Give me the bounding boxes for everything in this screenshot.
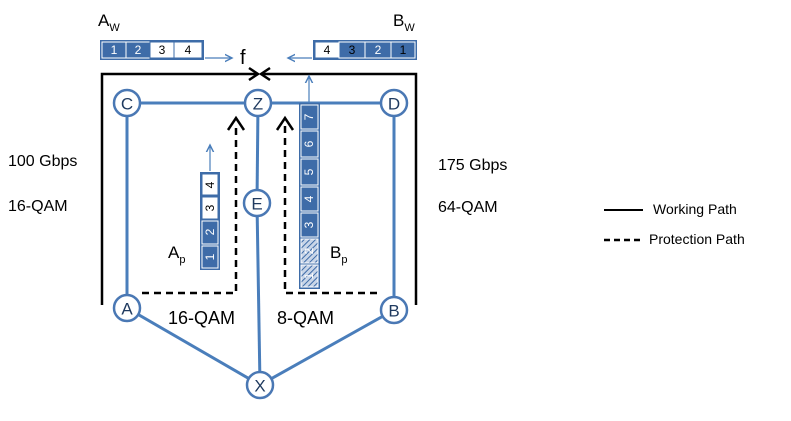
ap-slot bbox=[201, 245, 219, 269]
link-a-x bbox=[126, 306, 261, 387]
ap-slot-label: 3 bbox=[203, 204, 217, 211]
bp-slot bbox=[300, 104, 319, 130]
aw-slot-label: 3 bbox=[159, 43, 166, 57]
node-b-label: B bbox=[388, 302, 399, 321]
bp-slot bbox=[300, 238, 319, 264]
ap-slot-group: 4 3 2 1 Ap bbox=[168, 145, 220, 270]
bp-slot bbox=[300, 212, 319, 238]
legend-working-label: Working Path bbox=[653, 201, 737, 217]
bp-slot bbox=[300, 130, 319, 158]
node-e-label: E bbox=[251, 195, 262, 214]
bottom-right-modulation-label: 8-QAM bbox=[277, 308, 334, 328]
bp-slot-group: 7 6 5 4 3 2 1 Bp bbox=[299, 76, 347, 289]
bw-slot-label: 1 bbox=[400, 43, 407, 57]
protection-path-b bbox=[283, 124, 377, 295]
bp-slot bbox=[300, 264, 319, 288]
legend: Working Path Protection Path bbox=[604, 201, 745, 247]
fault-label: f bbox=[240, 47, 246, 69]
node-c-label: C bbox=[121, 95, 133, 114]
node-a-label: A bbox=[121, 300, 133, 319]
node-c: C bbox=[112, 88, 142, 118]
bw-slot-group: BW 4 3 2 1 bbox=[288, 11, 417, 60]
node-x-label: X bbox=[254, 377, 265, 396]
ap-slot bbox=[201, 220, 219, 245]
node-z-label: Z bbox=[253, 95, 263, 114]
node-x: X bbox=[245, 370, 275, 400]
ap-slot bbox=[201, 196, 219, 220]
bp-slot-label: 6 bbox=[302, 140, 316, 147]
node-d: D bbox=[379, 88, 409, 118]
node-b: B bbox=[379, 295, 409, 325]
left-modulation-label: 16-QAM bbox=[8, 198, 68, 215]
ap-slot-label: 2 bbox=[203, 228, 217, 235]
protection-arrow-b bbox=[275, 115, 295, 131]
legend-protection-label: Protection Path bbox=[649, 231, 745, 247]
link-b-x bbox=[259, 308, 395, 387]
bp-slot bbox=[300, 158, 319, 186]
aw-slot bbox=[173, 41, 203, 59]
network-links bbox=[125, 101, 396, 387]
bp-slot-label: 3 bbox=[302, 221, 316, 228]
node-z: Z bbox=[243, 88, 273, 118]
node-a: A bbox=[112, 293, 142, 323]
working-path-bracket bbox=[100, 72, 418, 305]
aw-slot-label: 4 bbox=[185, 43, 192, 57]
aw-slot-label: 2 bbox=[135, 43, 142, 57]
link-e-x bbox=[255, 202, 262, 386]
aw-label: AW bbox=[98, 11, 120, 34]
ap-slot-label: 1 bbox=[203, 253, 217, 260]
node-d-label: D bbox=[388, 95, 400, 114]
aw-slot-label: 1 bbox=[111, 43, 118, 57]
bw-slot bbox=[390, 41, 416, 59]
node-e: E bbox=[242, 188, 272, 218]
bw-slot-label: 3 bbox=[349, 43, 356, 57]
ap-slot-label: 4 bbox=[203, 181, 217, 188]
bottom-left-modulation-label: 16-QAM bbox=[168, 308, 235, 328]
fault-arrows bbox=[248, 66, 271, 82]
aw-slot-group: AW 1 2 3 4 bbox=[98, 11, 232, 60]
bp-slot-label: 1 bbox=[302, 272, 316, 279]
bp-label: Bp bbox=[330, 243, 347, 266]
bp-slot bbox=[300, 186, 319, 212]
bp-slot-label: 4 bbox=[302, 195, 316, 202]
ap-label: Ap bbox=[168, 243, 185, 266]
bp-slot-label: 5 bbox=[302, 168, 316, 175]
link-z-e bbox=[255, 102, 260, 204]
bw-slot-label: 2 bbox=[375, 43, 382, 57]
bw-label: BW bbox=[393, 11, 415, 34]
protection-arrow-a bbox=[226, 115, 246, 131]
bp-slot-label: 2 bbox=[302, 247, 316, 254]
ap-slot bbox=[201, 173, 219, 196]
right-rate-label: 175 Gbps bbox=[438, 157, 507, 174]
right-modulation-label: 64-QAM bbox=[438, 199, 498, 216]
left-rate-label: 100 Gbps bbox=[8, 153, 77, 170]
bp-slot-label: 7 bbox=[302, 113, 316, 120]
protection-path-a bbox=[142, 124, 238, 295]
bw-slot-label: 4 bbox=[324, 43, 331, 57]
